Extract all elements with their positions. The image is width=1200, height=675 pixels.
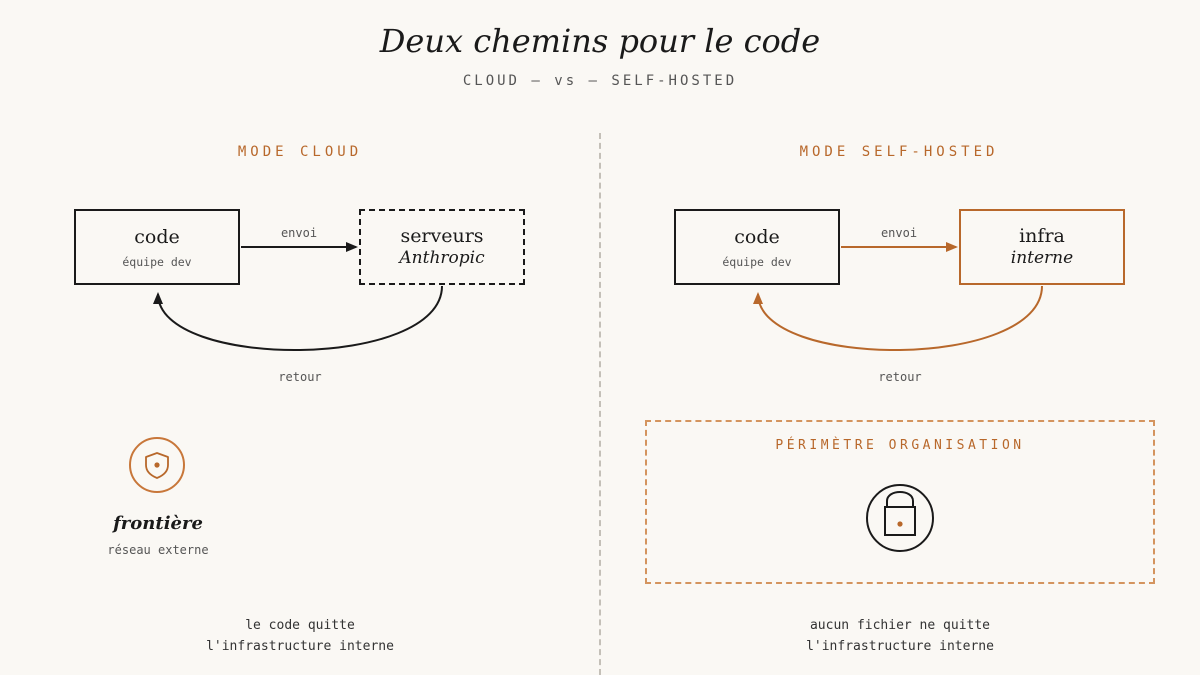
selfhosted-return-label: retour bbox=[878, 370, 922, 384]
cloud-servers-box-title: serveurs bbox=[400, 225, 484, 247]
selfhosted-infra-box-italic: interne bbox=[1010, 248, 1074, 268]
page-subtitle: CLOUD — vs — SELF-HOSTED bbox=[462, 73, 738, 89]
frontier-title: frontière bbox=[113, 513, 203, 534]
selfhosted-infra-box-title: infra bbox=[1019, 225, 1065, 247]
cloud-code-box-sub: équipe dev bbox=[122, 254, 192, 269]
selfhosted-send-label: envoi bbox=[880, 226, 918, 240]
organisation-perimeter: PÉRIMÈTRE ORGANISATION bbox=[645, 420, 1155, 584]
perimeter-label: PÉRIMÈTRE ORGANISATION bbox=[775, 438, 1025, 453]
selfhosted-code-box-sub: équipe dev bbox=[722, 254, 792, 269]
shield-icon bbox=[129, 437, 185, 493]
selfhosted-code-box-title: code bbox=[734, 225, 780, 248]
cloud-servers-box-italic: Anthropic bbox=[399, 248, 485, 268]
frontier-sub: réseau externe bbox=[107, 543, 209, 557]
cloud-mode-label: MODE CLOUD bbox=[237, 144, 363, 160]
panel-divider bbox=[599, 133, 601, 675]
cloud-caption: le code quitte l'infrastructure interne bbox=[100, 615, 500, 657]
cloud-return-arrow bbox=[153, 285, 443, 351]
selfhosted-caption: aucun fichier ne quitte l'infrastructure… bbox=[700, 615, 1100, 657]
selfhosted-mode-label: MODE SELF-HOSTED bbox=[799, 144, 999, 160]
cloud-caption-line2: l'infrastructure interne bbox=[206, 639, 394, 654]
cloud-caption-line1: le code quitte bbox=[245, 618, 355, 633]
cloud-code-box-title: code bbox=[134, 225, 180, 248]
page-title: Deux chemins pour le code bbox=[379, 22, 821, 60]
selfhosted-code-box: code équipe dev bbox=[674, 209, 840, 285]
cloud-code-box: code équipe dev bbox=[74, 209, 240, 285]
cloud-send-label: envoi bbox=[280, 226, 318, 240]
selfhosted-caption-line1: aucun fichier ne quitte bbox=[809, 618, 990, 633]
selfhosted-infra-box: infra interne bbox=[959, 209, 1125, 285]
cloud-servers-box: serveurs Anthropic bbox=[359, 209, 525, 285]
selfhosted-caption-line2: l'infrastructure interne bbox=[806, 639, 994, 654]
lock-icon bbox=[866, 484, 934, 552]
cloud-return-label: retour bbox=[278, 370, 322, 384]
selfhosted-return-arrow bbox=[753, 285, 1043, 351]
